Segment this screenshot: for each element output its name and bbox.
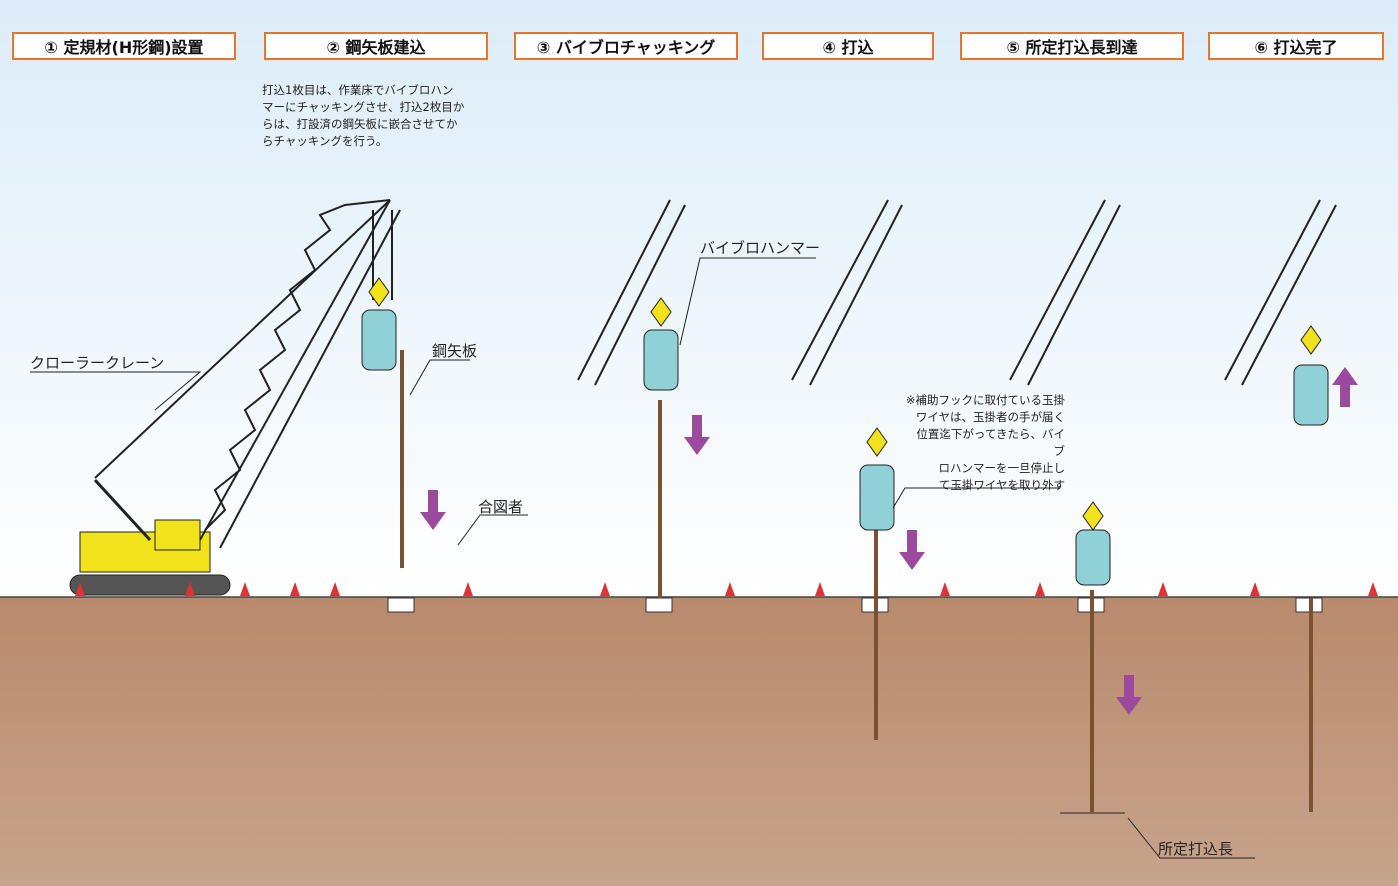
note-step4-line: て玉掛ワイヤを取り外す (938, 478, 1065, 492)
step-5: ⑤ 所定打込長到達 (960, 32, 1184, 60)
label-signalman: 合図者 (478, 498, 524, 516)
note-step2-line: らチャッキングを行う。 (262, 134, 388, 148)
crane-boom-1 (94, 199, 401, 549)
note-step2-line: 打込1枚目は、作業床でバイブロハン (262, 83, 454, 97)
crane-booms (577, 199, 1337, 386)
note-step2: 打込1枚目は、作業床でバイブロハン マーにチャッキングさせ、打込2枚目か らは、… (262, 82, 464, 150)
note-step2-line: マーにチャッキングさせ、打込2枚目か (262, 100, 465, 114)
note-step4-line: ※補助フックに取付ている玉掛 (905, 393, 1065, 407)
label-driving-length: 所定打込長 (1158, 840, 1234, 858)
sky (0, 0, 1398, 600)
vibro-hammers (361, 309, 1329, 586)
note-step2-line: らは、打設済の鋼矢板に嵌合させてか (262, 117, 458, 131)
step-4: ④ 打込 (762, 32, 934, 60)
ground (0, 597, 1398, 886)
note-step4-line: 位置迄下がってきたら、バイブ (916, 427, 1065, 458)
movement-arrows (420, 367, 1358, 715)
label-vibro-hammer: バイブロハンマー (700, 239, 821, 257)
note-step4-line: ロハンマーを一旦停止し (938, 461, 1066, 475)
step-2: ② 鋼矢板建込 (264, 32, 488, 60)
label-steel-sheet-pile: 鋼矢板 (432, 342, 478, 360)
note-step4: ※補助フックに取付ている玉掛 ワイヤは、玉掛者の手が届く 位置迄下がってきたら、… (905, 392, 1065, 494)
note-step4-line: ワイヤは、玉掛者の手が届く (915, 410, 1065, 424)
step-6: ⑥ 打込完了 (1208, 32, 1384, 60)
leader-lines (30, 257, 1255, 859)
hooks (368, 277, 1322, 531)
step-3: ③ バイブロチャッキング (514, 32, 738, 60)
sheet-piles (400, 350, 1313, 812)
step-1: ① 定規材(H形鋼)設置 (12, 32, 236, 60)
label-crawler-crane: クローラークレーン (30, 354, 165, 372)
cones (75, 582, 1378, 596)
